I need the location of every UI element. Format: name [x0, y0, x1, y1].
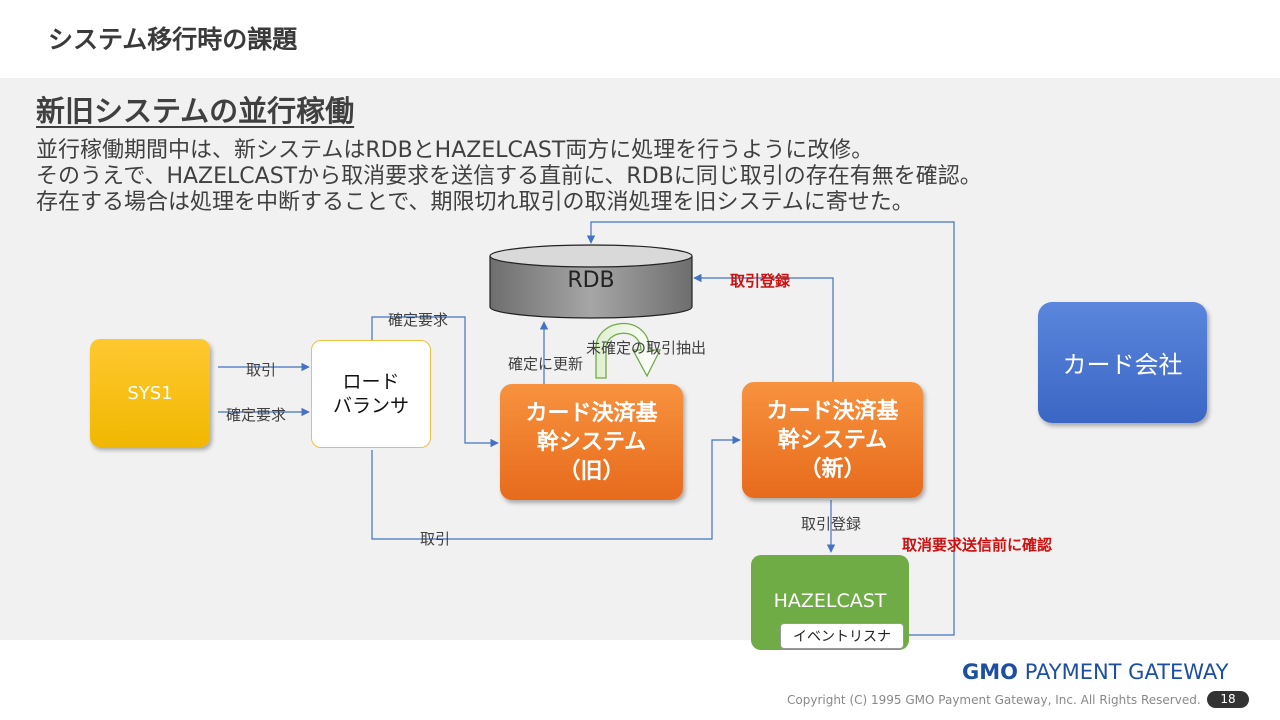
arrow-new-rdb-register [693, 273, 834, 382]
edge-label-unconfirmed-extract: 未確定の取引抽出 [586, 339, 707, 357]
edge-label-lb-new-tx: 取引 [420, 530, 451, 548]
edge-label-lb-old-confirm: 確定要求 [388, 311, 449, 329]
sys1-node: SYS1 [90, 339, 210, 447]
company-logo: GMO PAYMENT GATEWAY [962, 660, 1228, 684]
copyright: Copyright (C) 1995 GMO Payment Gateway, … [787, 693, 1201, 707]
edge-label-sys1-tx: 取引 [246, 361, 277, 379]
load-balancer-label-2: バランサ [332, 395, 409, 417]
load-balancer-node: ロード バランサ [311, 340, 431, 448]
event-listener-label: イベントリスナ [793, 629, 891, 645]
description-line-3: 存在する場合は処理を中断することで、期限切れ取引の取消処理を旧システムに寄せた。 [36, 190, 914, 215]
old-system-label-1: カード決済基 [525, 400, 658, 426]
new-system-label-2: 幹システム [777, 427, 888, 453]
page-number: 18 [1207, 691, 1249, 708]
new-system-label-3: （新） [799, 456, 866, 482]
new-system-node: カード決済基 幹システム （新） [742, 382, 923, 498]
logo-text: PAYMENT GATEWAY [1024, 660, 1229, 684]
description-line-2: そのうえで、HAZELCASTから取消要求を送信する直前に、RDBに同じ取引の存… [36, 164, 982, 189]
extract-curl-arrow [595, 322, 662, 379]
arrow-lb-new-tx [371, 435, 741, 540]
rdb-cylinder [489, 244, 693, 319]
edge-label-old-rdb-update: 確定に更新 [508, 355, 584, 373]
arrow-hazel-rdb-check [586, 221, 955, 636]
load-balancer-label-1: ロード [342, 371, 400, 393]
edge-label-sys1-confirm: 確定要求 [226, 406, 287, 424]
arrow-lb-old-confirm [371, 316, 499, 448]
old-system-label-2: 幹システム [536, 429, 647, 455]
description-line-1: 並行稼働期間中は、新システムはRDBとHAZELCAST両方に処理を行うように改… [36, 138, 874, 163]
logo-gmo: GMO [962, 660, 1018, 684]
sys1-label: SYS1 [127, 382, 173, 404]
slide-title: システム移行時の課題 [48, 25, 298, 54]
edge-label-new-hazel-register: 取引登録 [801, 515, 862, 533]
card-company-label: カード会社 [1062, 351, 1183, 379]
new-system-label-1: カード決済基 [766, 398, 899, 424]
rdb-label: RDB [567, 268, 615, 293]
edge-label-hazel-check: 取消要求送信前に確認 [902, 536, 1053, 554]
old-system-label-3: （旧） [558, 458, 625, 484]
old-system-node: カード決済基 幹システム （旧） [500, 384, 683, 500]
event-listener-box: イベントリスナ [780, 623, 904, 649]
edge-label-new-rdb-register: 取引登録 [730, 272, 791, 290]
card-company-node: カード会社 [1038, 302, 1207, 423]
hazelcast-label: HAZELCAST [773, 589, 887, 612]
section-heading: 新旧システムの並行稼働 [36, 94, 355, 128]
